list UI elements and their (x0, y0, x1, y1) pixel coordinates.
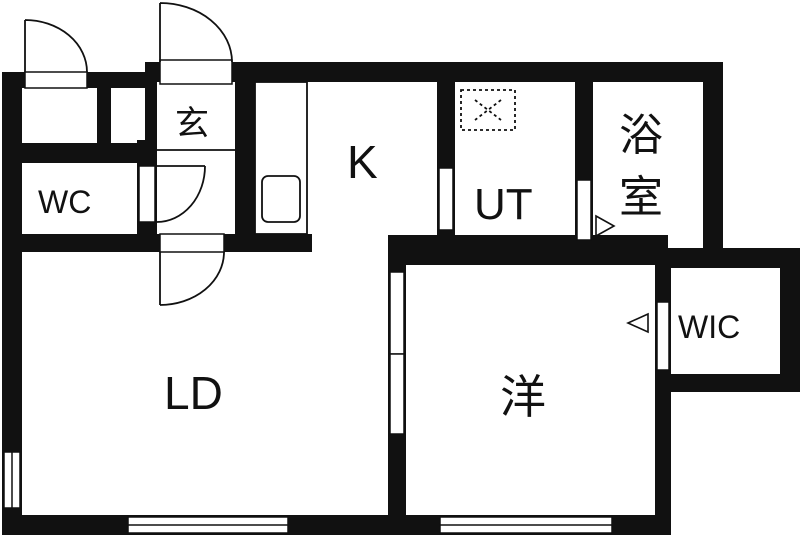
room-label-kitchen: K (347, 136, 378, 188)
room-label-bath-line1: 浴 (619, 110, 663, 161)
wall-wic-bottom (655, 374, 800, 392)
wall-ld-top (2, 234, 312, 252)
fixtures (157, 81, 516, 235)
bath-door-marker-icon (595, 214, 616, 238)
door-opening-entrance (159, 59, 233, 85)
washer-pan (460, 89, 516, 131)
door-swing-wc (156, 165, 206, 223)
wall-entry-top-small (145, 62, 157, 142)
room-label-ld: LD (164, 367, 223, 419)
kitchen-counter (254, 81, 308, 235)
wic-door-marker-icon (626, 312, 649, 334)
wall-wc-divider (2, 143, 155, 163)
room-label-utility: UT (474, 180, 533, 229)
wall-left (2, 72, 22, 527)
door-opening-bath (576, 179, 592, 241)
room-label-entrance: 玄 (175, 104, 209, 144)
wall-wic-top (655, 248, 800, 268)
wall-western-top (388, 235, 668, 265)
room-label-bath-line2: 室 (619, 172, 663, 223)
wall-wc-right (97, 80, 111, 150)
door-markers (595, 214, 649, 334)
door-opening-ld (159, 233, 225, 253)
washer-pan-x2 (474, 99, 502, 121)
door-swing-entrance (159, 2, 233, 63)
door-opening-wc (138, 165, 156, 223)
room-label-wc: WC (38, 184, 91, 220)
door-opening-ut (438, 167, 454, 231)
wall-entry-right (235, 70, 255, 240)
door-swing-ld (159, 251, 225, 306)
window-lines (11, 452, 612, 526)
room-label-wic: WIC (678, 309, 740, 345)
washer-pan-x1 (474, 99, 502, 121)
kitchen-sink (261, 175, 301, 223)
wall-wic-right (780, 248, 800, 391)
door-opening-wic (656, 301, 670, 371)
sliding-door-west-2 (389, 353, 405, 435)
door-opening-upper-wc (24, 71, 88, 89)
wall-right-upper (703, 62, 723, 262)
room-label-western: 洋 (500, 370, 546, 424)
door-swing-upper-wc (24, 19, 88, 73)
door-swings (24, 2, 233, 306)
openings (3, 59, 670, 534)
sliding-door-west-1 (389, 271, 405, 355)
